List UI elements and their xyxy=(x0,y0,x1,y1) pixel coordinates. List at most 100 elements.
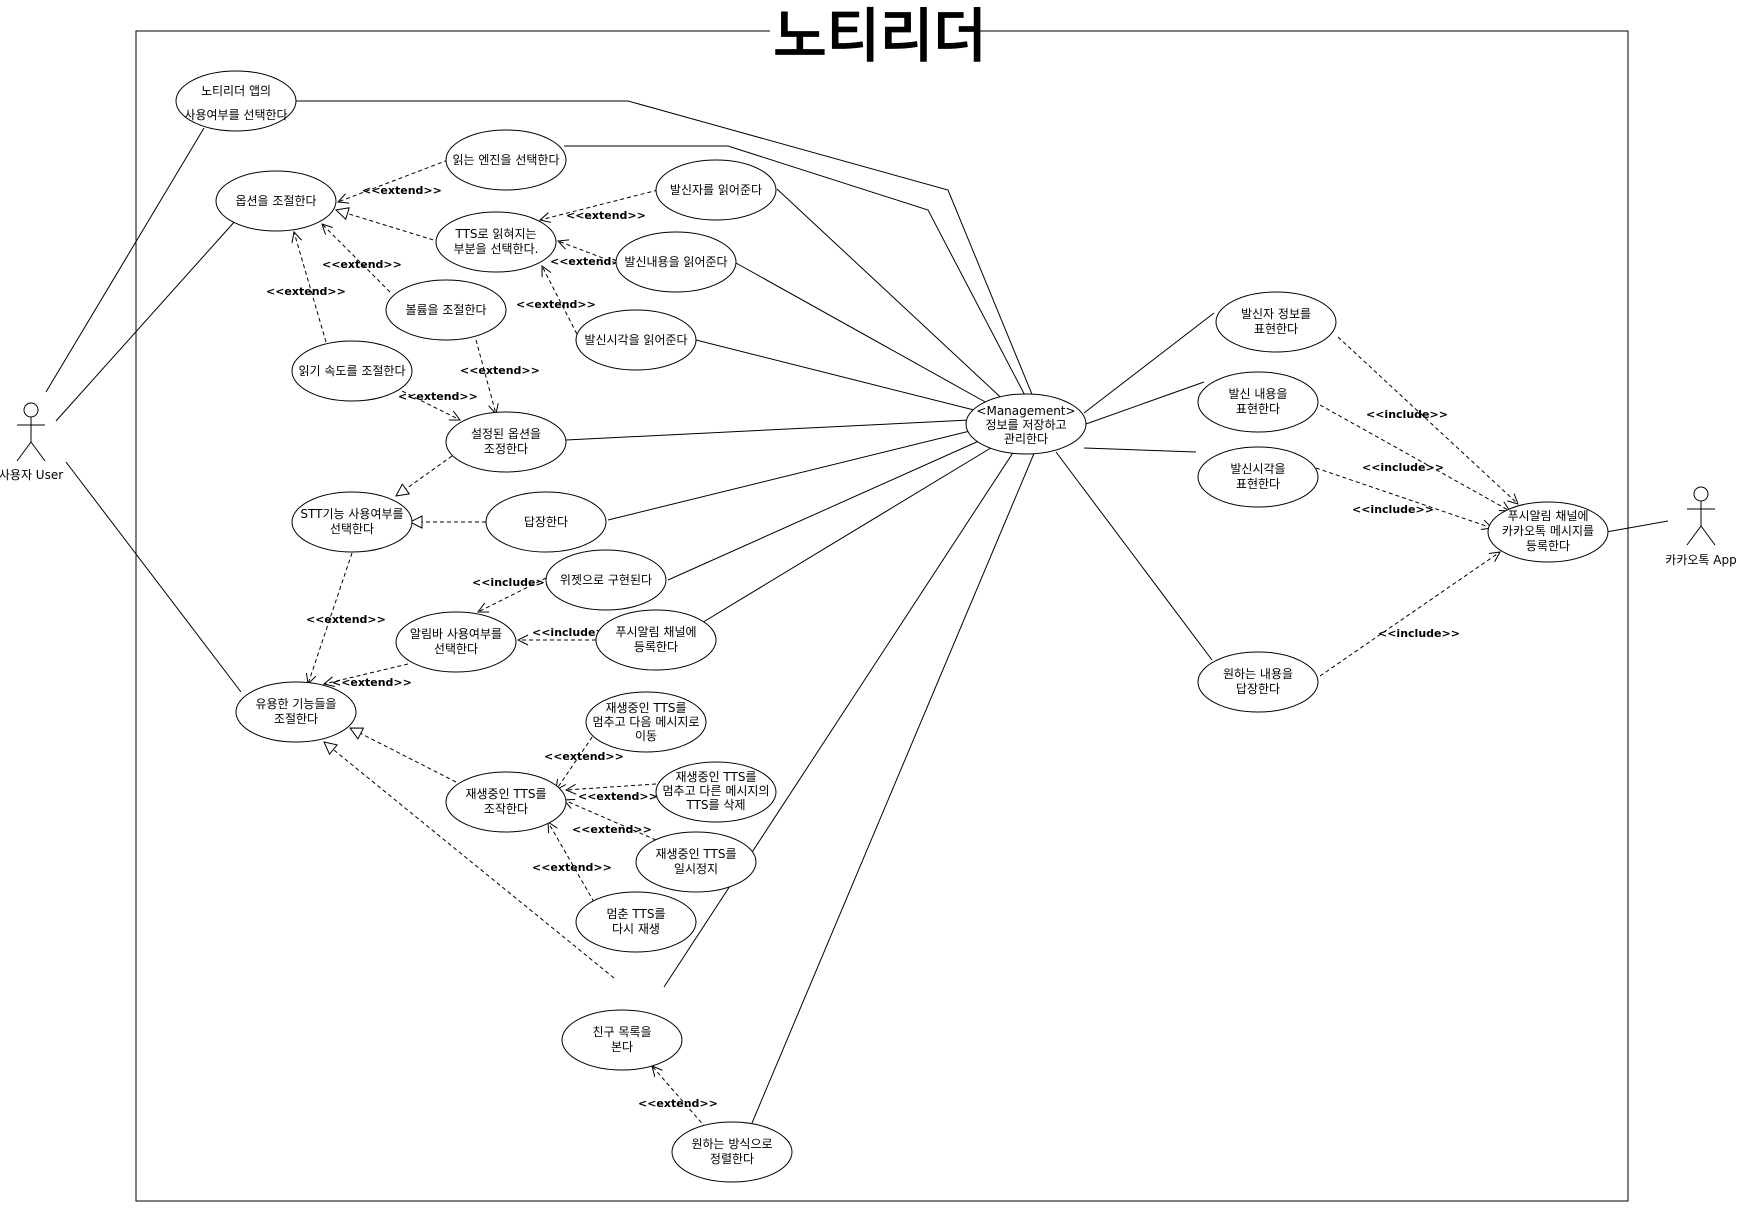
usecase-label: 알림바 사용여부를 xyxy=(410,627,502,641)
actor-kakao-icon xyxy=(1693,486,1709,502)
relation-label: <<extend>> xyxy=(638,1097,718,1110)
usecase-label: 멈추고 다음 메시지로 xyxy=(593,715,700,729)
usecase-label: 발신 내용을 xyxy=(1228,387,1287,401)
usecase-push-kakao[interactable]: 푸시알림 채널에 카카오톡 메시지를 등록한다 xyxy=(1487,501,1609,563)
use-cases: 노티리더 앱의 사용여부를 선택한다 옵션을 조절한다 읽는 엔진을 선택한다 … xyxy=(175,70,1609,1183)
usecase-label: 재생중인 TTS를 xyxy=(675,770,756,784)
generalization-lines xyxy=(324,210,615,979)
usecase-label: 카카오톡 메시지를 xyxy=(1502,524,1594,538)
relation-label: <<include>> xyxy=(1362,461,1444,474)
usecase-label: 위젯으로 구현된다 xyxy=(560,573,652,587)
usecase-label: 재생중인 TTS를 xyxy=(605,701,686,715)
actor-kakao-label: 카카오톡 App xyxy=(1665,553,1736,567)
usecase-label: 멈춘 TTS를 xyxy=(606,907,665,921)
usecase-tts-pause[interactable]: 재생중인 TTS를 일시정지 xyxy=(635,831,757,893)
usecase-label: 노티리더 앱의 xyxy=(201,84,271,98)
usecase-label: 답장한다 xyxy=(1236,682,1280,696)
usecase-label: 조정한다 xyxy=(484,442,528,456)
usecase-push-reg[interactable]: 푸시알림 채널에 등록한다 xyxy=(595,609,717,671)
usecase-tts-control[interactable]: 재생중인 TTS를 조작한다 xyxy=(445,771,567,833)
usecase-want-reply[interactable]: 원하는 내용을 답장한다 xyxy=(1197,651,1319,713)
usecase-label: 정보를 저장하고 xyxy=(985,418,1066,432)
usecase-label: 발신자를 읽어준다 xyxy=(670,183,762,197)
usecase-label: 옵션을 조절한다 xyxy=(235,194,316,208)
relation-label: <<extend>> xyxy=(306,613,386,626)
usecase-label: 관리한다 xyxy=(1004,432,1048,446)
usecase-label: 선택한다 xyxy=(434,642,478,656)
relation-label: <<extend>> xyxy=(362,184,442,197)
usecase-widget[interactable]: 위젯으로 구현된다 xyxy=(545,549,667,611)
usecase-volume[interactable]: 볼륨을 조절한다 xyxy=(385,279,507,341)
usecase-tts-delete[interactable]: 재생중인 TTS를 멈추고 다른 메시지의 TTS를 삭제 xyxy=(655,761,777,823)
usecase-label: 답장한다 xyxy=(524,515,568,529)
usecase-tts-part[interactable]: TTS로 읽혀지는 부분을 선택한다. xyxy=(435,211,557,273)
usecase-label: 표현한다 xyxy=(1236,402,1280,416)
relation-labels: <<extend>> <<extend>> <<extend>> <<exten… xyxy=(266,184,1460,1110)
usecase-label: 읽는 엔진을 선택한다 xyxy=(453,153,560,167)
relation-label: <<extend>> xyxy=(266,285,346,298)
usecase-label: TTS로 읽혀지는 xyxy=(454,227,536,241)
usecase-label: 표현한다 xyxy=(1236,477,1280,491)
usecase-label: 본다 xyxy=(611,1040,633,1054)
usecase-show-time[interactable]: 발신시각을 표현한다 xyxy=(1197,446,1319,508)
usecase-label: STT기능 사용여부를 xyxy=(300,507,403,521)
usecase-useful[interactable]: 유용한 기능들을 조절한다 xyxy=(235,681,357,743)
usecase-label: 선택한다 xyxy=(330,522,374,536)
usecase-label: 부분을 선택한다. xyxy=(454,242,539,256)
relation-label: <<extend>> xyxy=(578,790,658,803)
usecase-engine[interactable]: 읽는 엔진을 선택한다 xyxy=(445,129,567,191)
system-title: 노티리더 xyxy=(773,2,986,70)
relation-label: <<include>> xyxy=(1352,503,1434,516)
relation-label: <<extend>> xyxy=(332,676,412,689)
relation-label: <<extend>> xyxy=(572,823,652,836)
relation-label: <<extend>> xyxy=(544,750,624,763)
usecase-alarm-bar[interactable]: 알림바 사용여부를 선택한다 xyxy=(395,611,517,673)
usecase-label: 조작한다 xyxy=(484,802,528,816)
usecase-set-option[interactable]: 설정된 옵션을 조정한다 xyxy=(445,411,567,473)
usecase-label: 등록한다 xyxy=(1526,539,1570,553)
usecase-label: 볼륨을 조절한다 xyxy=(405,303,486,317)
usecase-read-content[interactable]: 발신내용을 읽어준다 xyxy=(615,231,737,293)
usecase-label: 발신시각을 읽어준다 xyxy=(584,333,687,347)
usecase-label: 정렬한다 xyxy=(710,1152,754,1166)
usecase-use-app[interactable]: 노티리더 앱의 사용여부를 선택한다 xyxy=(175,70,297,132)
usecase-label: 일시정지 xyxy=(674,862,718,876)
relation-label: <<extend>> xyxy=(550,255,630,268)
usecase-tts-replay[interactable]: 멈춘 TTS를 다시 재생 xyxy=(575,891,697,953)
usecase-label: 다시 재생 xyxy=(612,922,660,936)
usecase-stt[interactable]: STT기능 사용여부를 선택한다 xyxy=(291,491,413,553)
usecase-label: TTS를 삭제 xyxy=(685,798,745,812)
usecase-show-content[interactable]: 발신 내용을 표현한다 xyxy=(1197,371,1319,433)
usecase-label: 푸시알림 채널에 xyxy=(615,625,696,639)
usecase-manage[interactable]: <Management> 정보를 저장하고 관리한다 xyxy=(965,393,1087,455)
actor-user[interactable] xyxy=(16,402,46,462)
usecase-speed[interactable]: 읽기 속도를 조절한다 xyxy=(291,340,413,402)
usecase-label: 푸시알림 채널에 xyxy=(1507,509,1588,523)
actor-user-icon xyxy=(23,402,39,418)
usecase-read-sender[interactable]: 발신자를 읽어준다 xyxy=(655,159,777,221)
association-lines xyxy=(45,100,1669,1124)
usecase-label: <Management> xyxy=(976,404,1075,418)
usecase-friends[interactable]: 친구 목록을 본다 xyxy=(561,1009,683,1071)
usecase-reply[interactable]: 답장한다 xyxy=(485,491,607,553)
relation-label: <<extend>> xyxy=(460,364,540,377)
usecase-read-time[interactable]: 발신시각을 읽어준다 xyxy=(575,309,697,371)
usecase-label: 설정된 옵션을 xyxy=(471,427,541,441)
usecase-label: 사용여부를 선택한다 xyxy=(184,108,287,122)
actor-kakao[interactable] xyxy=(1686,486,1716,546)
relation-label: <<extend>> xyxy=(516,298,596,311)
usecase-label: 발신자 정보를 xyxy=(1241,307,1311,321)
usecase-label: 발신내용을 읽어준다 xyxy=(624,255,727,269)
usecase-label: 재생중인 TTS를 xyxy=(655,847,736,861)
relation-label: <<include>> xyxy=(472,576,554,589)
usecase-option[interactable]: 옵션을 조절한다 xyxy=(215,170,337,232)
relation-label: <<extend>> xyxy=(322,258,402,271)
relation-label: <<extend>> xyxy=(532,861,612,874)
usecase-label: 조절한다 xyxy=(274,712,318,726)
relation-label: <<include>> xyxy=(1366,408,1448,421)
usecase-sort[interactable]: 원하는 방식으로 정렬한다 xyxy=(671,1121,793,1183)
usecase-show-sender[interactable]: 발신자 정보를 표현한다 xyxy=(1215,291,1337,353)
usecase-tts-next[interactable]: 재생중인 TTS를 멈추고 다음 메시지로 이동 xyxy=(585,691,707,753)
usecase-label: 표현한다 xyxy=(1254,322,1298,336)
